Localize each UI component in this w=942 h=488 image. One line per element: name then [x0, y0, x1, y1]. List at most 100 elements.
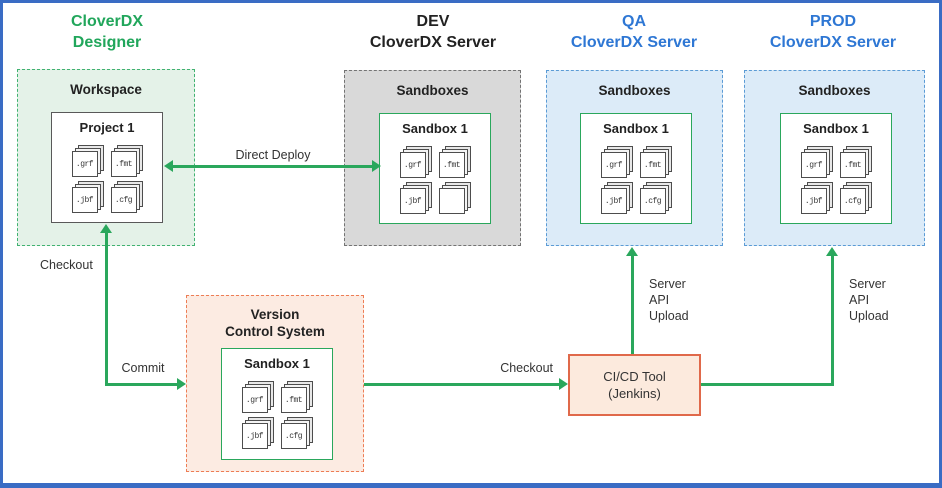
commit-line-horizontal [105, 383, 178, 386]
title-line: CloverDX Server [769, 34, 897, 51]
version-control-system-box: Version Control System Sandbox 1 .grf .f… [186, 295, 364, 472]
label-line: API [649, 293, 670, 307]
direct-deploy-arrow-line [172, 165, 374, 168]
title-line: Designer [72, 34, 142, 51]
prod-sandbox-1-box: Sandbox 1 .grf .fmt .jbf .cfg [780, 113, 892, 224]
fmt-file-icon: .fmt [438, 146, 471, 178]
file-extension-label: .grf [600, 152, 627, 178]
grf-file-icon: .grf [241, 381, 274, 413]
vcs-label: Version Control System [187, 306, 363, 340]
title-qa-server: QA CloverDX Server [534, 11, 734, 53]
file-extension-label: .cfg [110, 187, 137, 213]
file-extension-label: .grf [399, 152, 426, 178]
title-dev-server: DEV CloverDX Server [333, 11, 533, 53]
qa-sandboxes-label: Sandboxes [598, 83, 671, 98]
direct-deploy-label: Direct Deploy [235, 148, 311, 162]
cicd-to-qa-arrowhead [626, 247, 638, 256]
prod-sandboxes-label: Sandboxes [798, 83, 871, 98]
direct-deploy-arrowhead-left [164, 160, 173, 172]
commit-arrowhead-right [177, 378, 186, 390]
grf-file-icon: .grf [600, 146, 633, 178]
file-icon-grid: .grf .fmt .jbf .cfg [581, 146, 691, 214]
server-api-upload-prod-label: Server API Upload [849, 276, 889, 324]
file-extension-label: .jbf [600, 188, 627, 214]
checkout-commit-line-vertical [105, 232, 108, 386]
title-line: DEV [416, 13, 450, 30]
fmt-file-icon: .fmt [110, 145, 143, 177]
file-extension-label: .fmt [280, 387, 307, 413]
vcs-to-cicd-line [364, 383, 561, 386]
grf-file-icon: .grf [399, 146, 432, 178]
workspace-box: Workspace Project 1 .grf .fmt .jbf .cfg [17, 69, 195, 246]
file-icon-grid: .grf .fmt .jbf .cfg [781, 146, 891, 214]
file-icon-grid: .grf .fmt .jbf .cfg [222, 381, 332, 449]
prod-sandboxes-box: Sandboxes Sandbox 1 .grf .fmt .jbf .cfg [744, 70, 925, 246]
cicd-to-qa-line [631, 255, 634, 354]
cfg-file-icon [438, 182, 471, 214]
jbf-file-icon: .jbf [71, 181, 104, 213]
label-line: Upload [849, 309, 889, 323]
file-extension-label: .fmt [438, 152, 465, 178]
jbf-file-icon: .jbf [600, 182, 633, 214]
file-extension-label: .cfg [839, 188, 866, 214]
cfg-file-icon: .cfg [110, 181, 143, 213]
project-1-box: Project 1 .grf .fmt .jbf .cfg [51, 112, 163, 223]
sandbox-title: Sandbox 1 [402, 121, 468, 136]
direct-deploy-arrowhead-right [372, 160, 381, 172]
checkout-arrowhead-up [100, 224, 112, 233]
jbf-file-icon: .jbf [800, 182, 833, 214]
grf-file-icon: .grf [800, 146, 833, 178]
cfg-file-icon: .cfg [639, 182, 672, 214]
jbf-file-icon: .jbf [241, 417, 274, 449]
file-extension-label [438, 188, 465, 214]
title-cloverdx-designer: CloverDX Designer [7, 11, 207, 53]
label-line: Upload [649, 309, 689, 323]
file-extension-label: .grf [800, 152, 827, 178]
commit-label: Commit [121, 361, 165, 375]
vcs-label-line: Version [250, 307, 300, 322]
vcs-sandbox-1-box: Sandbox 1 .grf .fmt .jbf .cfg [221, 348, 333, 460]
file-extension-label: .jbf [71, 187, 98, 213]
sandbox-title: Sandbox 1 [803, 121, 869, 136]
cicd-tool-box: CI/CD Tool (Jenkins) [568, 354, 701, 416]
jbf-file-icon: .jbf [399, 182, 432, 214]
dev-sandbox-1-box: Sandbox 1 .grf .fmt .jbf [379, 113, 491, 224]
title-line: CloverDX Server [570, 34, 698, 51]
fmt-file-icon: .fmt [639, 146, 672, 178]
cicd-to-prod-arrowhead [826, 247, 838, 256]
dev-sandboxes-box: Sandboxes Sandbox 1 .grf .fmt .jbf [344, 70, 521, 246]
qa-sandboxes-box: Sandboxes Sandbox 1 .grf .fmt .jbf .cfg [546, 70, 723, 246]
file-extension-label: .jbf [800, 188, 827, 214]
fmt-file-icon: .fmt [280, 381, 313, 413]
cicd-to-prod-line-horizontal [701, 383, 834, 386]
cicd-label-line: (Jenkins) [608, 386, 661, 401]
project-title: Project 1 [79, 120, 135, 135]
sandbox-title: Sandbox 1 [244, 356, 310, 371]
file-extension-label: .fmt [639, 152, 666, 178]
qa-sandbox-1-box: Sandbox 1 .grf .fmt .jbf .cfg [580, 113, 692, 224]
file-extension-label: .fmt [110, 151, 137, 177]
title-prod-server: PROD CloverDX Server [733, 11, 933, 53]
label-line: API [849, 293, 870, 307]
checkout-workspace-label: Checkout [40, 258, 93, 272]
file-icon-grid: .grf .fmt .jbf .cfg [52, 145, 162, 213]
cfg-file-icon: .cfg [280, 417, 313, 449]
file-extension-label: .cfg [280, 423, 307, 449]
file-extension-label: .cfg [639, 188, 666, 214]
cicd-to-prod-line-vertical [831, 255, 834, 386]
title-line: PROD [809, 13, 857, 30]
file-extension-label: .fmt [839, 152, 866, 178]
cicd-label-line: CI/CD Tool [603, 369, 666, 384]
file-extension-label: .grf [241, 387, 268, 413]
file-extension-label: .grf [71, 151, 98, 177]
vcs-label-line: Control System [225, 324, 325, 339]
title-line: CloverDX [70, 13, 144, 30]
title-line: CloverDX Server [369, 34, 497, 51]
vcs-to-cicd-arrowhead [559, 378, 568, 390]
sandbox-title: Sandbox 1 [603, 121, 669, 136]
label-line: Server [849, 277, 886, 291]
label-line: Server [649, 277, 686, 291]
fmt-file-icon: .fmt [839, 146, 872, 178]
file-icon-grid: .grf .fmt .jbf [380, 146, 490, 214]
